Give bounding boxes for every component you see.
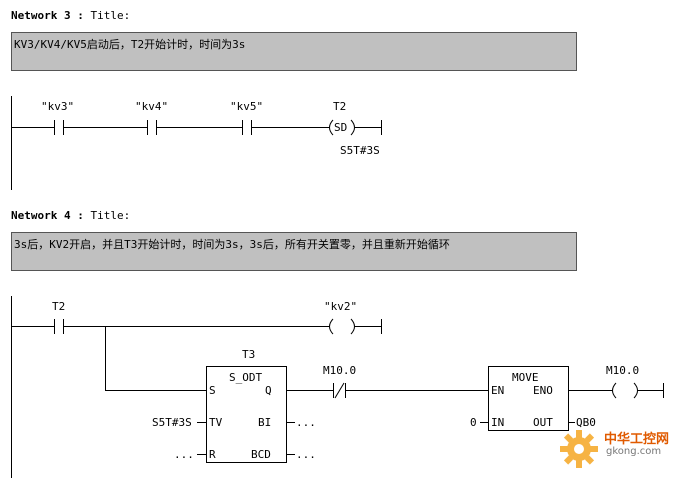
m10-nc-contact-slash xyxy=(334,382,345,399)
gkong-watermark: 中华工控网 gkong.com xyxy=(556,424,686,476)
network4-header: Network 4 : Title: xyxy=(11,209,130,222)
m10-coil-label: M10.0 xyxy=(606,364,640,377)
t2-coil-left xyxy=(329,119,334,136)
move-pin-in: IN xyxy=(491,416,505,429)
t3-pin-r: R xyxy=(209,448,216,461)
move-type: MOVE xyxy=(512,371,539,384)
watermark-url: gkong.com xyxy=(606,446,662,457)
move-pin-eno: ENO xyxy=(533,384,553,397)
move-out-value: QB0 xyxy=(576,416,596,429)
t3-r-value: ... xyxy=(174,448,194,461)
network4-comment[interactable]: 3s后，KV2开启，并且T3开始计时，时间为3s，3s后，所有开关置零，并且重新… xyxy=(11,232,577,271)
t2-coil-type: SD xyxy=(334,121,348,134)
t3-pin-bi: BI xyxy=(258,416,272,429)
network3-header: Network 3 : Title: xyxy=(11,9,130,22)
network4-comment-text: 3s后，KV2开启，并且T3开始计时，时间为3s，3s后，所有开关置零，并且重新… xyxy=(14,238,450,251)
network3-comment-text: KV3/KV4/KV5启动后，T2开始计时，时间为3s xyxy=(14,38,246,51)
kv4-contact-label: "kv4" xyxy=(135,100,169,113)
t3-timer-block xyxy=(206,366,287,463)
t3-pin-bcd: BCD xyxy=(251,448,271,461)
t2-timer-value: S5T#3S xyxy=(340,144,380,157)
network4-sep: : xyxy=(77,209,84,222)
network3-title: Title: xyxy=(90,9,131,22)
t3-pin-s: S xyxy=(209,384,216,397)
kv2-coil-right xyxy=(350,318,355,335)
t3-bi-out: ... xyxy=(296,416,316,429)
t3-tv-value: S5T#3S xyxy=(152,416,192,429)
t2-timer-name: T2 xyxy=(333,100,347,113)
move-pin-out: OUT xyxy=(533,416,553,429)
m10-coil-right xyxy=(633,382,638,399)
t3-timer-name: T3 xyxy=(242,348,256,361)
t3-bcd-out: ... xyxy=(296,448,316,461)
gear-icon xyxy=(560,430,598,468)
move-block xyxy=(488,366,569,431)
t3-pin-tv: TV xyxy=(209,416,223,429)
t3-pin-q: Q xyxy=(265,384,272,397)
t3-timer-type: S_ODT xyxy=(229,371,263,384)
move-pin-en: EN xyxy=(491,384,505,397)
network4-title: Title: xyxy=(90,209,131,222)
m10-nc-contact-label: M10.0 xyxy=(323,364,357,377)
kv3-contact-label: "kv3" xyxy=(41,100,75,113)
kv2-coil-label: "kv2" xyxy=(324,300,358,313)
network3-sep: : xyxy=(77,9,84,22)
t2-contact-label: T2 xyxy=(52,300,66,313)
kv2-coil-left xyxy=(329,318,334,335)
watermark-name: 中华工控网 xyxy=(604,432,670,447)
network4-label: Network 4 xyxy=(11,209,71,222)
t2-coil-right xyxy=(350,119,355,136)
m10-coil-left xyxy=(612,382,617,399)
network3-comment[interactable]: KV3/KV4/KV5启动后，T2开始计时，时间为3s xyxy=(11,32,577,71)
move-in-value: 0 xyxy=(470,416,477,429)
network3-label: Network 3 xyxy=(11,9,71,22)
kv5-contact-label: "kv5" xyxy=(230,100,264,113)
